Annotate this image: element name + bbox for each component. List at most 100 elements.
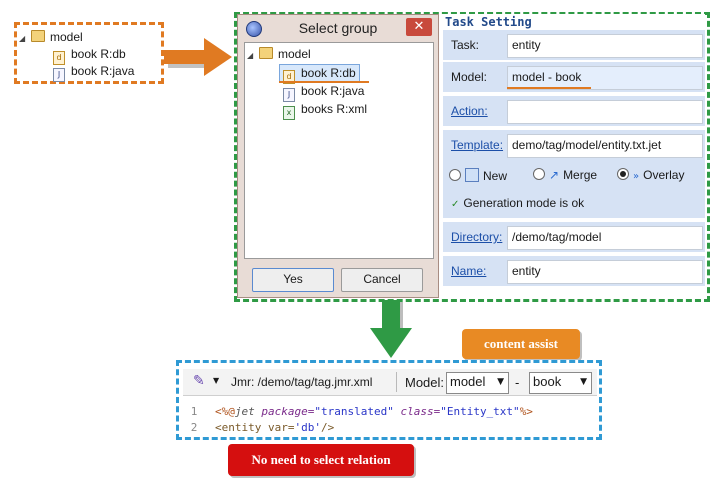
- attr-name: package=: [254, 405, 315, 418]
- entity-tag: <entity var=: [215, 421, 295, 434]
- model-underline: [507, 87, 591, 89]
- directory-field[interactable]: /demo/tag/model: [507, 226, 703, 250]
- action-link[interactable]: Action:: [451, 104, 488, 118]
- task-setting-panel: Task Setting Task: entity Model: model -…: [441, 14, 705, 294]
- expand-triangle-icon[interactable]: ◢: [19, 34, 26, 43]
- tree-root-label: model: [278, 47, 311, 61]
- radio-icon[interactable]: [449, 169, 461, 181]
- action-field[interactable]: [507, 100, 703, 124]
- attr-value: 'db': [294, 421, 321, 434]
- name-field[interactable]: entity: [507, 260, 703, 284]
- template-field[interactable]: demo/tag/model/entity.txt.jet: [507, 134, 703, 158]
- content-assist-callout: content assist: [462, 329, 580, 359]
- jet-close-tag: %>: [519, 405, 533, 418]
- right-arrow-icon: [164, 38, 232, 76]
- tree-root-model[interactable]: ◢ model: [19, 29, 83, 46]
- name-link[interactable]: Name:: [451, 264, 487, 278]
- no-need-callout: No need to select relation: [228, 444, 414, 476]
- package-folder-icon: [31, 30, 45, 42]
- code-line-2: <entity var='db'/>: [215, 421, 334, 434]
- jmr-path: Jmr: /demo/tag/tag.jmr.xml: [231, 375, 373, 389]
- model-select-value: model: [450, 374, 486, 389]
- expand-triangle-icon[interactable]: ◢: [247, 51, 254, 60]
- tree-root-label: model: [50, 30, 83, 44]
- java-file-icon: J: [283, 88, 295, 102]
- model-select[interactable]: model ▼: [446, 372, 509, 394]
- selection-underline: [279, 81, 369, 83]
- editor-toolbar: ✎ ▼ Jmr: /demo/tag/tag.jmr.xml Model: mo…: [183, 369, 597, 396]
- toolbar-separator: [396, 372, 397, 392]
- attr-name: class=: [393, 405, 441, 418]
- directory-link[interactable]: Directory:: [451, 230, 503, 244]
- model-field[interactable]: model - book: [507, 66, 703, 90]
- group-item-books-xml[interactable]: x books R:xml: [283, 101, 368, 120]
- attr-value: "translated": [314, 405, 394, 418]
- directory-row: Directory: /demo/tag/model: [443, 222, 705, 252]
- db-file-icon: d: [283, 70, 295, 84]
- line-gutter: 1 2: [183, 403, 205, 437]
- overlay-icon: »: [633, 171, 640, 182]
- template-row: Template: demo/tag/model/entity.txt.jet: [443, 130, 705, 160]
- line-number: 2: [190, 421, 198, 434]
- radio-icon[interactable]: [533, 168, 545, 180]
- group-select-value: book: [533, 374, 562, 389]
- mode-label: Overlay: [643, 168, 685, 182]
- dialog-titlebar[interactable]: Select group ✕: [238, 15, 438, 41]
- tree-root-model[interactable]: ◢ model: [247, 46, 311, 63]
- group-select[interactable]: book ▼: [529, 372, 592, 394]
- checkmark-icon: ✓: [451, 199, 460, 210]
- dropdown-chevron-icon[interactable]: ▼: [213, 376, 220, 385]
- merge-icon: ↗: [549, 168, 560, 182]
- tree-item-book-db[interactable]: d book R:db: [53, 46, 126, 65]
- attr-value: "Entity_txt": [440, 405, 520, 418]
- mode-label: New: [483, 169, 508, 183]
- eclipse-icon: [246, 21, 262, 37]
- task-label: Task:: [451, 38, 480, 52]
- chevron-down-icon: ▼: [580, 377, 587, 387]
- yes-button[interactable]: Yes: [252, 268, 334, 292]
- group-item-label: book R:java: [301, 84, 365, 98]
- model-label: Model:: [405, 375, 445, 390]
- java-file-icon: J: [53, 68, 65, 82]
- editor-frame: ✎ ▼ Jmr: /demo/tag/tag.jmr.xml Model: mo…: [176, 360, 602, 440]
- directive: jet: [234, 405, 255, 418]
- mode-label: Merge: [563, 168, 598, 182]
- close-button[interactable]: ✕: [406, 18, 432, 36]
- tree-item-label: book R:db: [71, 47, 126, 61]
- mode-status: ✓Generation mode is ok: [451, 196, 584, 210]
- code-editor[interactable]: 1 2 <%@jet package="translated" class="E…: [183, 403, 597, 437]
- radio-selected-icon[interactable]: [617, 168, 629, 180]
- tree-item-label: book R:java: [71, 64, 135, 78]
- mode-new[interactable]: New: [449, 168, 507, 183]
- task-field[interactable]: entity: [507, 34, 703, 58]
- mode-overlay[interactable]: »Overlay: [617, 168, 684, 182]
- line-number: 1: [190, 405, 198, 418]
- jet-open-tag: <%@: [215, 405, 235, 418]
- generation-mode-box: New ↗Merge »Overlay ✓Generation mode is …: [443, 158, 705, 218]
- panel-title: Task Setting: [445, 15, 532, 29]
- action-row: Action:: [443, 96, 705, 126]
- highlight-frame-green: [234, 12, 710, 302]
- group-item-label: book R:db: [301, 66, 356, 80]
- model-row: Model: model - book: [443, 62, 705, 92]
- down-arrow-icon: [370, 300, 412, 358]
- db-file-icon: d: [53, 51, 65, 65]
- model-label: Model:: [451, 70, 488, 84]
- generate-icon[interactable]: ✎: [193, 373, 205, 389]
- mode-merge[interactable]: ↗Merge: [533, 168, 597, 182]
- entity-close: />: [320, 421, 335, 434]
- template-link[interactable]: Template:: [451, 138, 504, 152]
- package-folder-icon: [259, 47, 273, 59]
- chevron-down-icon: ▼: [497, 377, 504, 387]
- name-row: Name: entity: [443, 256, 705, 286]
- cancel-button[interactable]: Cancel: [341, 268, 423, 292]
- xml-file-icon: x: [283, 106, 295, 120]
- group-item-label: books R:xml: [301, 102, 368, 116]
- code-line-1: <%@jet package="translated" class="Entit…: [215, 405, 533, 418]
- status-text: Generation mode is ok: [463, 196, 585, 210]
